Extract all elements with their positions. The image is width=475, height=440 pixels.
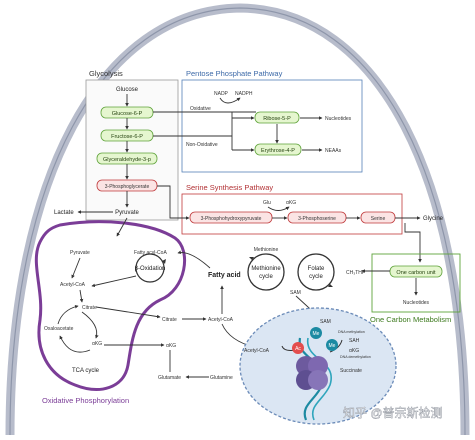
nucleosome [281,337,343,421]
nucleus-akg-label: αKG [349,348,359,354]
mito-akg-label: αKG [92,341,102,347]
svg-text:Ac: Ac [295,346,301,352]
php-node [189,211,273,224]
ppp-panel: Pentose Phosphate Pathway NADP NADPH Oxi… [153,69,363,173]
svg-text:Ribose-5-P: Ribose-5-P [263,116,291,122]
tca-cycle-label: TCA cycle [72,368,100,374]
ppp-title: Pentose Phosphate Pathway [186,69,283,78]
glycolysis-title: Glycolysis [89,69,123,78]
cytosol-pathways: Citrate Acetyl-CoA Fatty acid αKG Glutam… [95,250,259,381]
serine-panel: Serine Synthesis Pathway 3-Phosphohydrox… [157,183,444,263]
beta-oxidation-label: β-Oxidation [135,266,166,272]
methionine-cycle-label-1: Methionine [251,266,281,272]
serine-title: Serine Synthesis Pathway [186,183,273,192]
nucleus-acetylcoa-label: Acetyl-CoA [244,348,270,354]
svg-text:Me: Me [329,343,336,349]
phosphoserine-node [287,211,347,224]
methyl-mark-2 [326,339,338,351]
serine-akg-label: αKG [286,200,296,206]
svg-text:Me: Me [313,331,320,337]
serine-node [360,211,396,224]
glycine-label: Glycine [423,216,444,222]
methionine-label: Methionine [254,247,279,253]
mito-citrate-label: Citrate [82,305,97,311]
svg-text:3-Phosphoserine: 3-Phosphoserine [298,216,336,222]
fatty-acid-label: Fatty acid [208,272,241,279]
fatty-acyl-coa-label: Fatty acyl-CoA [134,250,167,256]
ppp-nucleotides-label: Nucleotides [325,116,352,122]
nucleus: SAM DNA methylation SAH αKG DNA demethyl… [239,307,397,425]
lactate-label: Lactate [54,210,74,216]
glutamine-label: Glutamine [210,375,233,381]
svg-text:3-Phosphoglycerate: 3-Phosphoglycerate [105,184,150,190]
oxphos-title: Oxidative Phosphorylation [42,396,129,405]
methionine-cycle-label-2: cycle [259,274,273,280]
one-carbon-unit-node [389,265,443,278]
dna-demethylation-label: DNA demethylation [340,355,371,359]
neaas-label: NEAAs [325,148,342,154]
erythrose4p-node [254,143,302,156]
watermark: 知乎 @普宗斯检测 [343,405,443,420]
glucose-label: Glucose [116,87,139,93]
mitochondrion: Pyruvate Acetyl-CoA Citrate αKG Oxaloace… [34,217,187,405]
folate-cycle-label-2: cycle [309,274,323,280]
pyruvate-label: Pyruvate [115,210,139,216]
oxidative-label: Oxidative [190,106,211,112]
svg-text:Erythrose-4-P: Erythrose-4-P [261,148,295,154]
svg-text:Serine: Serine [371,216,386,222]
non-oxidative-label: Non-Oxidative [186,142,218,148]
folate-cycle-label-1: Folate [308,266,325,272]
svg-text:Fructose-6-P: Fructose-6-P [111,134,143,140]
cyto-citrate-label: Citrate [162,317,177,323]
succinate-label: Succinate [340,368,362,374]
svg-text:Glucose-6-P: Glucose-6-P [112,111,143,117]
oc-nucleotides-label: Nucleotides [403,300,430,306]
oxaloacetate-label: Oxaloacetate [44,326,74,332]
nucleus-sam-label: SAM [320,319,331,325]
glu-label: Glu [263,200,271,206]
svg-text:3-Phosphohydroxypyruvate: 3-Phosphohydroxypyruvate [201,216,262,222]
dna-methylation-label: DNA methylation [338,330,365,334]
acetyl-mark [292,342,304,354]
one-carbon-title: One Carbon Metabolism [370,315,451,324]
cyto-acetylcoa-label: Acetyl-CoA [208,317,234,323]
nadp-label: NADP [214,91,229,97]
glycolysis-panel: Glycolysis Glucose Glucose-6-P Fructose-… [54,69,179,221]
cycle-sam-label: SAM [290,290,301,296]
glutamate-label: Glutamate [158,375,181,381]
cyto-akg-label: αKG [166,343,176,349]
svg-text:Glyceraldehyde-3-p: Glyceraldehyde-3-p [103,157,151,163]
one-carbon-panel: One carbon unit Nucleotides One Carbon M… [361,253,461,324]
mito-pyruvate-label: Pyruvate [70,250,90,256]
sah-label: SAH [349,338,360,344]
methyl-mark-1 [310,327,322,339]
ch3thf-label: CH₃THF [346,270,365,276]
mito-acetylcoa-label: Acetyl-CoA [60,282,86,288]
ribose5p-node [254,111,300,124]
nadph-label: NADPH [235,91,253,97]
svg-text:One carbon unit: One carbon unit [396,270,436,276]
